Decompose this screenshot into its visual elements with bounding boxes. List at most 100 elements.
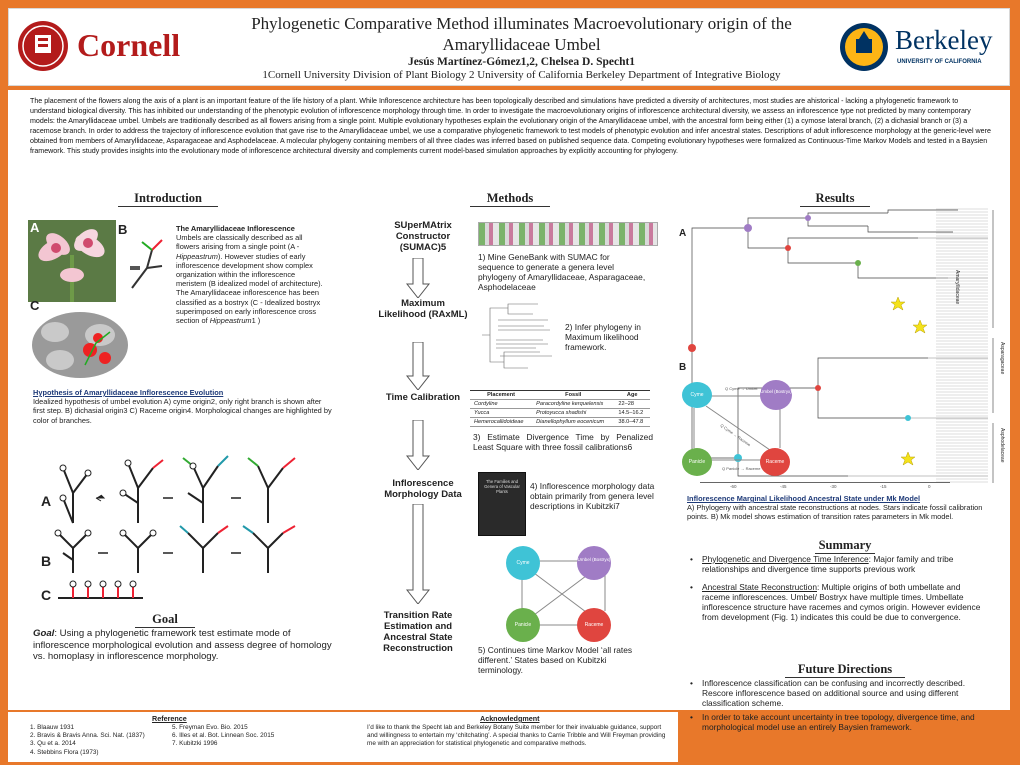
method-step-5-name: Transition Rate Estimation and Ancestral…	[383, 610, 453, 654]
method-step-5-desc: 5) Continues time Markov Model ‘all rate…	[478, 645, 633, 675]
ancestral-state-phylogeny	[688, 208, 994, 483]
intro-box-title: The Amaryllidaceae Inflorescence	[176, 224, 295, 233]
method-step-2-desc: 2) Infer phylogeny in Maximum likelihood…	[565, 322, 641, 352]
mk-state-panicle: Panicle	[682, 448, 712, 476]
reference-item: 7. Kubitzki 1996	[172, 740, 218, 748]
state-raceme: Raceme	[577, 608, 611, 642]
intro-box-text2-end: 1 )	[251, 316, 261, 326]
clade-label-asparagaceae: Asparagaceae	[999, 342, 1005, 375]
method-step-1-desc: 1) Mine GeneBank with SUMAC for sequence…	[478, 252, 646, 292]
mk-state-cyme: Cyme	[682, 382, 712, 408]
abstract: The placement of the flowers along the a…	[30, 97, 991, 155]
table-header: Age	[614, 390, 650, 400]
umbel-evolution-trees: A B C	[41, 455, 296, 603]
goal-body: : Using a phylogenetic framework test es…	[33, 628, 332, 663]
method-step-3-desc: 3) Estimate Divergence Time by Penalized…	[473, 432, 653, 452]
summary-item-text: : Major family and tribe relationships a…	[702, 554, 954, 574]
meristem-model-diagram	[130, 239, 163, 289]
intro-box-text1-end: ). However studies of early inflorescenc…	[176, 251, 323, 289]
hypothesis-title: Hypothesis of Amaryllidaceae Inflorescen…	[33, 388, 224, 397]
reference-item: 5. Freyman Evo. Bio. 2015	[172, 724, 248, 731]
tree-letter-a: A	[41, 493, 51, 509]
summary-heading: Summary	[815, 538, 875, 554]
table-cell: Protoyucca shadishi	[532, 408, 615, 418]
reference-item: 6. Illes et al. Bot. Linnean Soc. 2015	[172, 732, 275, 740]
cornell-seal-icon	[18, 21, 68, 71]
axis-tick-label: -30	[830, 484, 837, 489]
results-heading: Results	[800, 191, 870, 207]
results-panel-a-label: A	[679, 228, 687, 239]
state-panicle: Panicle	[506, 608, 540, 642]
summary-list: Phylogenetic and Divergence Time Inferen…	[690, 554, 990, 622]
method-step-1-name: SUperMAtrix Constructor (SUMAC)5	[394, 220, 452, 253]
summary-item-heading: Ancestral State Reconstruction	[702, 582, 817, 592]
state-umbel: Umbel (Bostryx)	[577, 546, 611, 580]
list-item: Ancestral State Reconstruction: Multiple…	[690, 582, 990, 622]
method-step-3-name: Time Calibration	[385, 392, 461, 403]
table-cell: Dianellophyllum eocenicum	[532, 417, 615, 427]
table-cell: Cordyline	[470, 399, 533, 409]
methods-heading: Methods	[470, 191, 550, 207]
goal-text: Goal: Using a phylogenetic framework tes…	[33, 628, 333, 663]
list-item: Inflorescence classification can be conf…	[690, 678, 990, 708]
future-list: Inflorescence classification can be conf…	[690, 678, 990, 732]
poster-title: Phylogenetic Comparative Method illumina…	[214, 13, 829, 82]
clade-label-amaryllidaceae: Amaryllidaceae	[954, 270, 960, 305]
references-list-left: 1. Blaauw 1931 2. Bravis & Bravis Anna. …	[30, 724, 190, 757]
table-cell: Hemerocallidoideae	[470, 417, 533, 427]
goal-heading: Goal	[135, 612, 195, 628]
axis-tick-label: 0	[928, 484, 931, 489]
hypothesis-block: Hypothesis of Amaryllidaceae Inflorescen…	[33, 388, 333, 425]
authors: Jesús Martínez-Gómez1,2, Chelsea D. Spec…	[407, 56, 636, 68]
results-caption: Inflorescence Marginal Likelihood Ancest…	[687, 494, 997, 522]
arrow-down-icon	[405, 258, 431, 298]
berkeley-wordmark: Berkeley	[895, 25, 993, 55]
table-row: Yucca Protoyucca shadishi 14.5–16.2	[470, 408, 650, 418]
state-cyme: Cyme	[506, 546, 540, 580]
amaryllis-photo	[28, 220, 116, 302]
results-panel-b-label: B	[679, 362, 687, 373]
arrow-down-icon	[405, 504, 431, 604]
title-line-1: Phylogenetic Comparative Method illumina…	[251, 14, 792, 33]
hypothesis-text: Idealized hypothesis of umbel evolution …	[33, 397, 332, 425]
amaryllis-flower-icon	[28, 220, 116, 302]
book-title: The Families and Genera of Vascular Plan…	[484, 479, 520, 494]
fig-letter-a: A	[30, 220, 40, 235]
alignment-matrix-figure	[478, 222, 658, 246]
references-heading: Reference	[152, 714, 187, 723]
arrow-down-icon	[405, 420, 431, 470]
fossil-calibration-table: Placement Fossil Age Cordyline Paracordy…	[470, 390, 650, 427]
affiliations: 1Cornell University Division of Plant Bi…	[262, 69, 781, 81]
poster-header: Cornell Phylogenetic Comparative Method …	[8, 8, 1010, 86]
table-row: Cordyline Paracordyline kerquelensis 22–…	[470, 399, 650, 409]
axis-tick-label: -60	[730, 484, 737, 489]
references-list-right: 5. Freyman Evo. Bio. 2015 6. Illes et al…	[172, 724, 332, 749]
table-row: Hemerocallidoideae Dianellophyllum eocen…	[470, 417, 650, 427]
meristem-cross-section	[32, 312, 128, 378]
mk-transition-diagram: Q Cyme → Umbel Q Cyme → Raceme Q Panicle…	[693, 386, 781, 471]
reference-item: 2. Bravis & Bravis Anna. Sci. Nat. (1837…	[30, 732, 145, 740]
table-header: Fossil	[532, 390, 615, 400]
state-label: Raceme	[765, 459, 785, 465]
cornell-wordmark: Cornell	[77, 27, 181, 63]
introduction-heading: Introduction	[118, 191, 218, 207]
clade-label-asphodelaceae: Asphodelaceae	[999, 428, 1005, 463]
state-label: Panicle	[688, 459, 706, 465]
summary-item-text: : Multiple origins of both umbellate and…	[702, 582, 981, 622]
axis-tick-label: -15	[880, 484, 887, 489]
reference-item: 3. Qu et a. 2014	[30, 740, 76, 748]
berkeley-logo: Berkeley UNIVERSITY OF CALIFORNIA	[839, 19, 1007, 77]
table-cell: 14.5–16.2	[614, 408, 650, 418]
state-label: Cyme	[690, 392, 704, 398]
future-heading: Future Directions	[785, 662, 905, 678]
method-step-2-name: Maximum Likelihood (RAxML)	[378, 298, 468, 320]
mk-state-umbel: Umbel (Bostryx)	[760, 380, 792, 410]
state-label: Raceme	[584, 622, 604, 628]
reference-item: 1. Blaauw 1931	[30, 724, 75, 731]
goal-label: Goal	[33, 628, 55, 639]
state-label: Umbel (Bostryx)	[577, 557, 611, 562]
list-item: Phylogenetic and Divergence Time Inferen…	[690, 554, 990, 574]
cornell-logo: Cornell	[17, 17, 187, 75]
reference-item: 4. Stebbins Flora (1973)	[30, 748, 99, 756]
title-line-2: Amaryllidaceae Umbel	[442, 35, 601, 54]
